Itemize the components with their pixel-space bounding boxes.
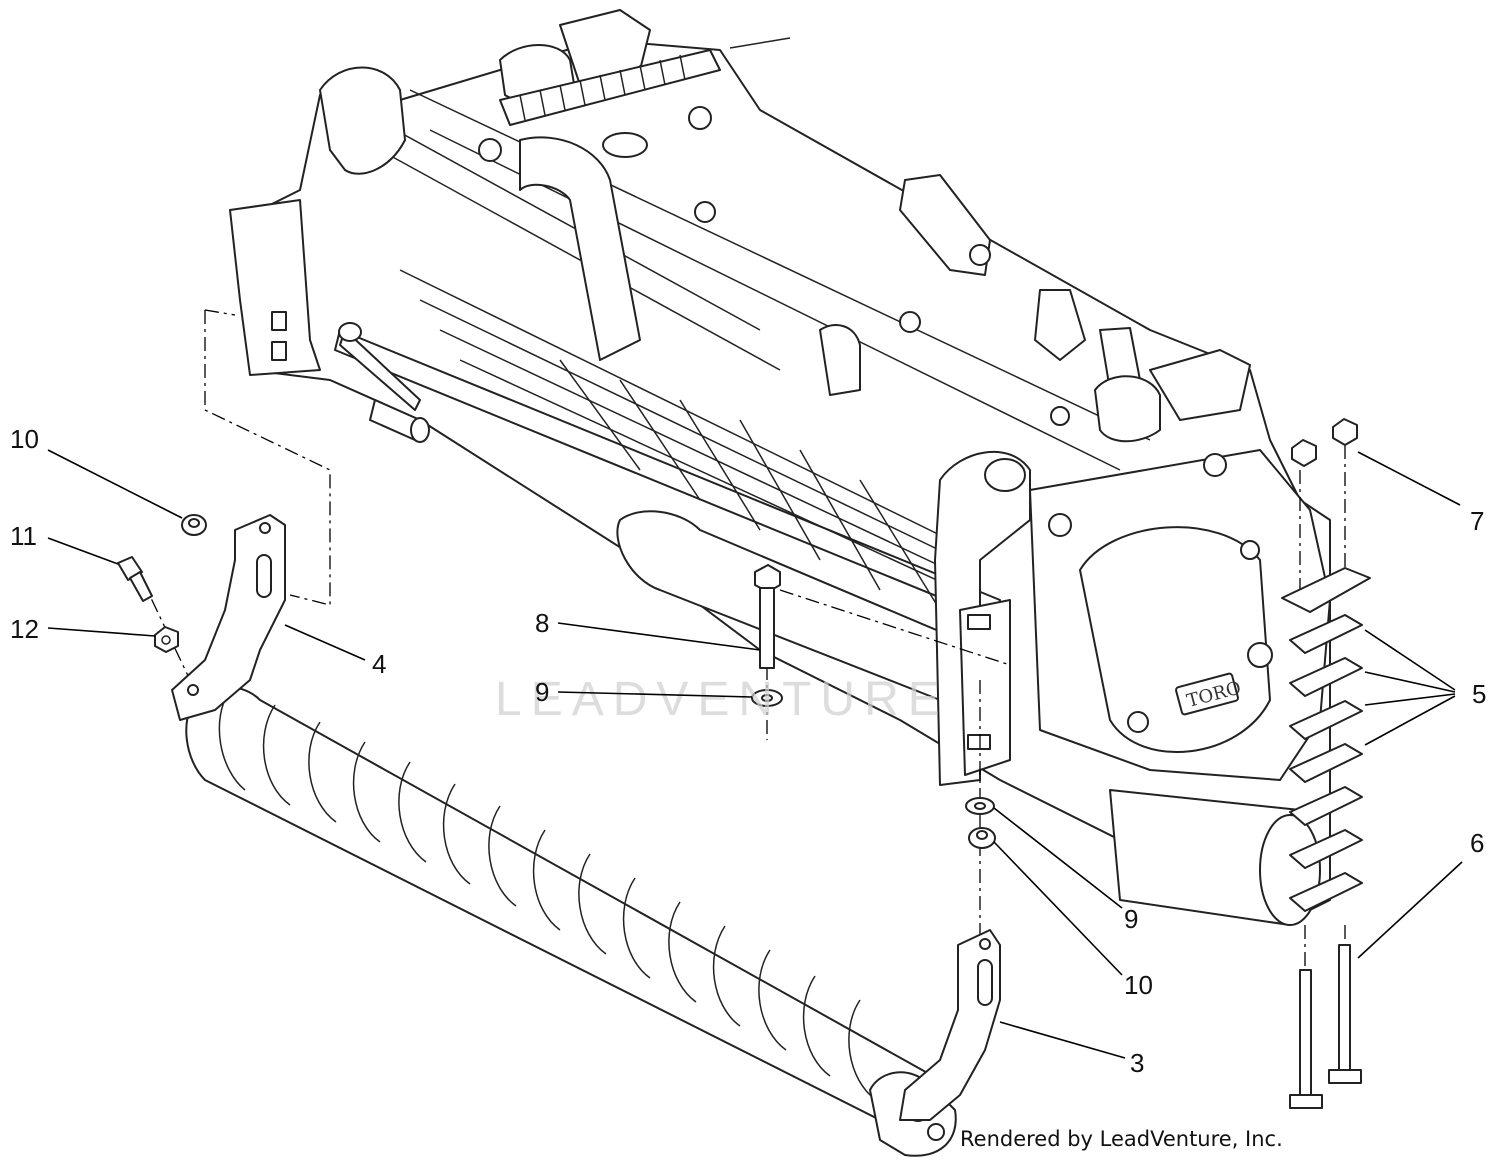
leader-lines [47, 449, 1463, 1059]
shim-plates-stack [1281, 567, 1371, 912]
roller-bracket-right [899, 929, 1001, 1121]
callout-3: 3 [1130, 1048, 1144, 1078]
render-credit: Rendered by LeadVenture, Inc. [960, 1127, 1283, 1151]
watermark-text: LEADVENTURE [495, 673, 949, 726]
flange-nut-right-2 [1332, 418, 1358, 446]
callout-8: 8 [535, 608, 549, 638]
cap-screw-left [117, 556, 153, 602]
callout-5: 5 [1472, 679, 1486, 709]
callout-4: 4 [372, 649, 386, 679]
cutting-unit-assembly: TORO [229, 9, 1331, 926]
callout-7: 7 [1470, 506, 1484, 536]
washer-center [751, 689, 783, 707]
flange-nut-top [181, 514, 207, 536]
callout-10-bottom: 10 [1124, 970, 1153, 1000]
hardware [117, 418, 1371, 1109]
callout-12: 12 [10, 614, 39, 644]
long-bolt-right-2 [1328, 944, 1362, 1084]
callout-11: 11 [10, 521, 37, 551]
long-bolt-center [754, 564, 781, 669]
long-bolt-right-1 [1289, 969, 1323, 1109]
flange-nut-bottom [968, 827, 996, 849]
callout-labels: 10 11 12 4 8 9 7 5 6 9 10 3 [10, 424, 1486, 1078]
callout-9-mid: 9 [535, 677, 549, 707]
callout-6: 6 [1470, 828, 1484, 858]
roller-bracket-left [171, 514, 286, 721]
callout-9-bottom: 9 [1124, 904, 1138, 934]
hex-nut-left [154, 626, 179, 653]
washer-bottom [965, 797, 995, 815]
front-grooved-roller [185, 685, 957, 1157]
callout-10-top: 10 [10, 424, 39, 454]
flange-nut-right-1 [1291, 439, 1317, 467]
